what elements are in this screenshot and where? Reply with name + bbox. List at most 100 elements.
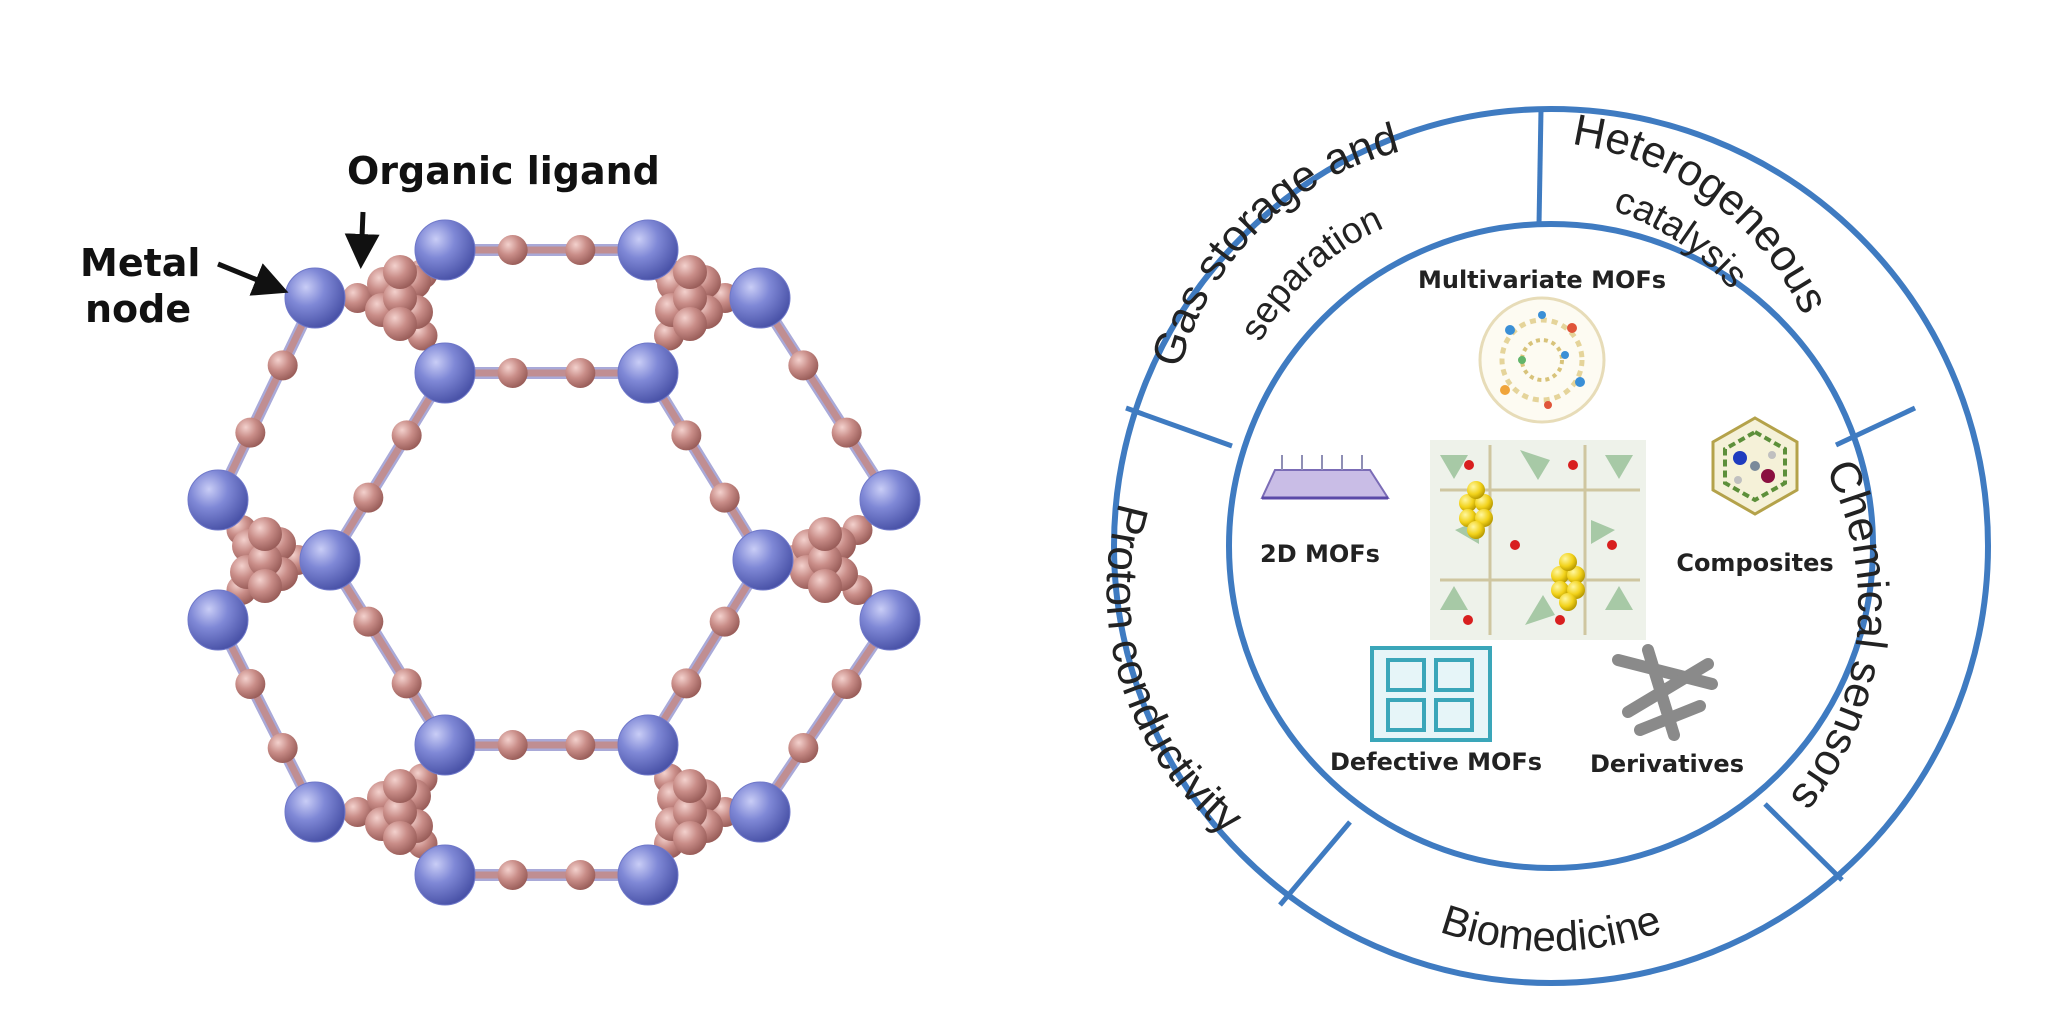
organic-ligand-label: Organic ligand [347,149,660,193]
defective-mofs-icon [1370,646,1492,742]
ligand-atom [235,669,266,699]
metal-node [732,529,794,591]
derivatives-icon [1612,644,1718,741]
metal-node [187,469,249,531]
ligand-cluster-atom [383,307,417,341]
ligand-atom [497,730,528,760]
ligand-atom [235,417,266,448]
ligand-atom [391,420,422,451]
metal-node [187,589,249,651]
metal-node [617,342,679,404]
ligand-atom [342,283,373,313]
ligand-atom [565,358,596,388]
ligand-cluster-atom [248,517,282,551]
ligand-atom [831,417,862,448]
divider [1834,405,1917,448]
ligand-cluster-atom [383,795,417,829]
ligand-cluster-atom [673,795,707,829]
derivatives-label: Derivatives [1590,750,1744,778]
composites-label: Composites [1676,549,1833,577]
ligand-cluster-atom [673,821,707,855]
ligand-atom [497,860,528,890]
ligand-cluster-atom [673,307,707,341]
two-d-mofs-icon [1260,455,1390,500]
ligand-atom [709,606,740,637]
ligand-cluster-atom [808,543,842,577]
divider [1536,109,1544,226]
ligand-atom [497,235,528,265]
metal-node [617,219,679,281]
bond-core [756,616,894,816]
metal-node [729,781,791,843]
divider [1125,405,1233,449]
ligand-atom [671,420,702,451]
ligand-cluster-atom [808,569,842,603]
metal-node [284,781,346,843]
ligand-atom [267,350,298,381]
metal-node [859,469,921,531]
ligand-atom [788,733,819,763]
mof-cage-illustration [187,219,921,906]
ligand-cluster-atom [808,517,842,551]
biomedicine-label: Biomedicine [1436,895,1666,960]
metal-node [617,844,679,906]
ligand-atom [831,669,862,699]
metal-node [299,529,361,591]
bond-core [326,369,449,564]
metal-node [414,714,476,776]
ligand-atom [497,358,528,388]
ligand-atom [788,350,819,381]
metal-node [617,714,679,776]
ligand-atom [391,668,422,699]
metal-node-label-line1: Metal [80,241,200,285]
chemical-sensors-label: Chemical sensors [1781,453,1897,821]
ligand-cluster-atom [673,769,707,803]
applications-wheel: Gas storage and separation Heterogeneous… [1097,105,1991,986]
bond-core [214,294,319,504]
ligand-cluster-atom [383,769,417,803]
ligand-cluster-atom [673,255,707,289]
ligand-atom [565,730,596,760]
divider [1763,802,1844,882]
central-framework-icon [1430,440,1646,640]
ligand-atom [565,235,596,265]
multivariate-mofs-label: Multivariate MOFs [1418,266,1666,294]
ligand-cluster-atom [383,281,417,315]
defective-mofs-label: Defective MOFs [1330,748,1542,776]
divider [1278,820,1352,907]
ligand-atom [565,860,596,890]
metal-node [284,267,346,329]
ligand-atom [709,482,740,513]
ligand-cluster-atom [383,821,417,855]
outer-ring [1111,106,1991,986]
metal-arrow-icon [217,261,289,296]
ligand-cluster-atom [248,569,282,603]
ligand-atom [671,668,702,699]
ligand-cluster-atom [383,255,417,289]
multivariate-mof-icon [1478,296,1606,424]
composites-icon [1711,416,1799,516]
bond-core [644,556,767,749]
ligand-atom [353,606,384,637]
ligand-atom [267,733,298,763]
bond-core [214,616,319,816]
ligand-atom [342,797,373,827]
ligand-atom [353,482,384,513]
two-d-mofs-label: 2D MOFs [1260,540,1380,568]
cage-annotations: Organic ligand Metal node [80,149,660,331]
metal-node [414,342,476,404]
inner-ring [1226,221,1876,871]
bond-core [756,294,894,504]
bond-core [644,369,767,564]
metal-node [729,267,791,329]
cage-atoms [187,219,921,906]
ligand-cluster-atom [673,281,707,315]
ligand-cluster-atom [248,543,282,577]
bond-core [326,556,449,749]
ligand-arrow-icon [344,211,380,269]
metal-node-label-line2: node [85,287,191,331]
metal-node [414,844,476,906]
metal-node [859,589,921,651]
metal-node [414,219,476,281]
